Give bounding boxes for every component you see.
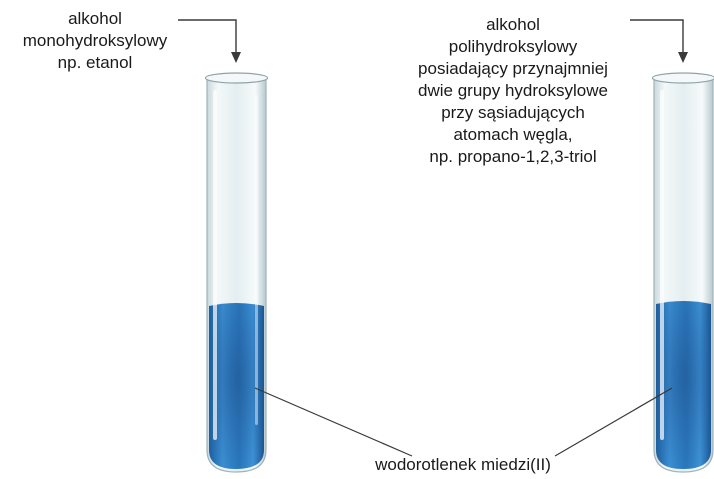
left-tube-highlight: [213, 90, 217, 440]
precipitate-label: wodorotlenek miedzi(II): [375, 455, 551, 474]
left-precipitate-shading: [209, 303, 264, 469]
right-label-arrow: [630, 19, 688, 63]
right-leader-line: [554, 387, 673, 457]
right-tube-label: alkohol polihydroksylowy posiadający prz…: [378, 14, 648, 168]
left-tube-label: alkohol monohydroksylowy np. etanol: [0, 8, 190, 74]
right-tube-highlight: [660, 90, 664, 440]
left-tube-reflection: [255, 95, 258, 425]
right-test-tube: [651, 72, 714, 473]
right-label-line: posiadający przynajmniej: [418, 59, 608, 78]
right-tube-rim: [651, 72, 714, 84]
left-label-arrow: [178, 19, 241, 63]
left-label-line: np. etanol: [57, 53, 133, 72]
left-leader-line: [254, 387, 413, 457]
right-label-line: dwie grupy hydroksylowe: [418, 81, 608, 100]
right-label-line: atomach węgla,: [453, 125, 573, 144]
left-label-line: alkohol: [68, 9, 122, 28]
left-label-line: monohydroksylowy: [22, 31, 168, 50]
left-test-tube: [204, 72, 269, 473]
right-label-line: przy sąsiadujących: [441, 103, 585, 122]
right-precipitate-shading: [656, 301, 711, 469]
right-label-line: alkohol: [486, 15, 540, 34]
right-label-line: polihydroksylowy: [448, 37, 578, 56]
left-tube-rim: [204, 72, 269, 84]
right-label-line: np. propano-1,2,3-triol: [429, 147, 597, 166]
